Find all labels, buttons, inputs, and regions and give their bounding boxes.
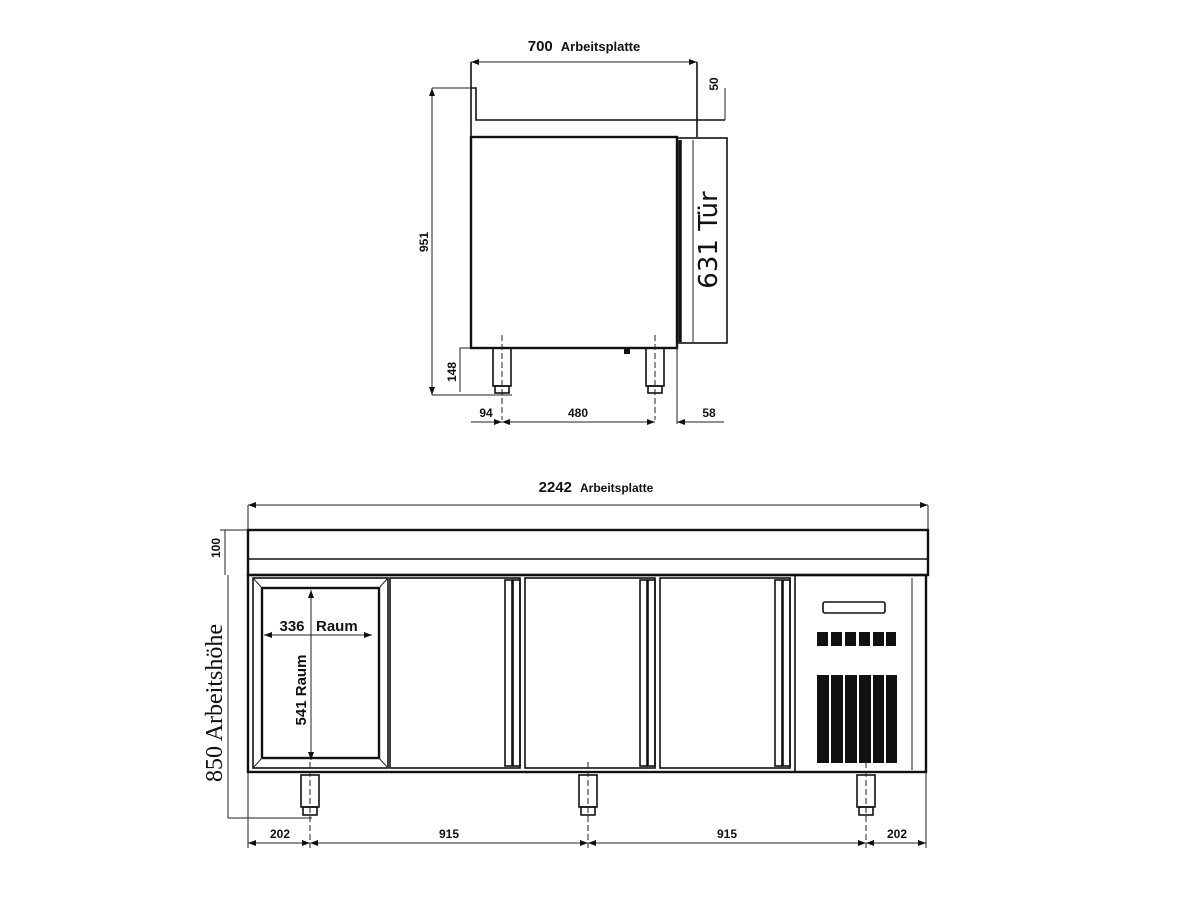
- front-working-height: 850 Arbeitshöhe: [202, 624, 228, 782]
- front-leg-middle: [578, 762, 598, 848]
- front-leg-left: [300, 762, 320, 848]
- glass-width-raum: Raum: [316, 618, 358, 635]
- side-door-depth: 58: [702, 406, 716, 420]
- front-glass-door: 336 Raum 541 Raum: [252, 577, 389, 769]
- side-door-label: 631 Tür: [694, 191, 724, 289]
- front-door-2: [389, 577, 521, 769]
- side-leg-right: [645, 335, 665, 420]
- control-buttons: [817, 632, 896, 646]
- side-total-height: 951: [417, 232, 431, 252]
- front-door-4: [659, 577, 791, 769]
- control-display: [822, 601, 886, 614]
- side-leg-dimension-line: [459, 347, 471, 392]
- side-cabinet-body: [469, 135, 679, 350]
- leg-offset-left: 202: [270, 827, 290, 841]
- front-cabinet-body: [246, 573, 928, 774]
- front-door-3: [524, 577, 656, 769]
- glass-width-value: 336: [279, 618, 304, 635]
- leg-spacing-1: 915: [439, 827, 459, 841]
- side-leg-height: 148: [445, 362, 459, 382]
- side-worktop-inner: [471, 87, 725, 121]
- side-leg-left: [492, 335, 512, 420]
- front-leg-right: [856, 762, 876, 848]
- ventilation-grille: [817, 675, 897, 763]
- side-door: [676, 137, 728, 344]
- glass-height-label: 541 Raum: [293, 655, 310, 726]
- leg-spacing-2: 915: [717, 827, 737, 841]
- side-drain: [624, 348, 630, 354]
- front-worktop: [246, 528, 930, 577]
- side-front-offset: 94: [479, 406, 493, 420]
- leg-offset-right: 202: [887, 827, 907, 841]
- side-worktop-thickness: 50: [707, 77, 721, 91]
- front-worktop-height: 100: [209, 538, 223, 558]
- front-machine-compartment: [794, 575, 913, 772]
- side-leg-spacing: 480: [568, 406, 588, 420]
